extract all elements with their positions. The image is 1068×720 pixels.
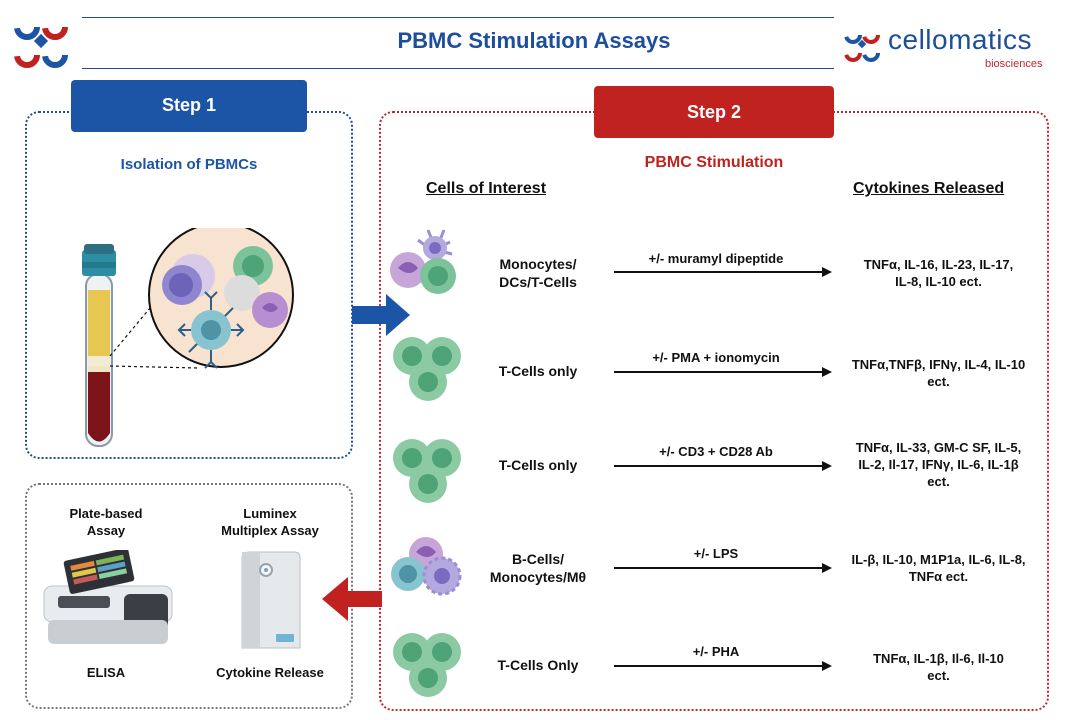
row4-cells: B-Cells/ Monocytes/Mθ — [489, 551, 587, 585]
luminex-instrument-icon — [241, 551, 301, 649]
logo-left-icon — [14, 14, 68, 68]
tcell-cluster-icon — [393, 337, 461, 401]
elisa-plate-reader-icon — [43, 550, 173, 644]
luminex-assay-label: Luminex Multiplex Assay — [221, 506, 319, 538]
bcell-monocyte-macrophage-icon — [391, 537, 462, 596]
monocyte-dc-tcell-icon — [390, 229, 456, 294]
pbmc-tube-illustration — [82, 228, 294, 447]
row1-arrow-icon — [614, 267, 832, 277]
step2-subtitle: PBMC Stimulation — [644, 154, 784, 171]
step2-panel — [379, 111, 1049, 711]
row1-cells: Monocytes/ DCs/T-Cells — [499, 256, 577, 290]
arrow-right-icon — [352, 294, 410, 336]
brand-sub: biosciences — [985, 58, 1043, 70]
row3-stimulus: +/- CD3 + CD28 Ab — [659, 444, 773, 459]
row1-stimulus: +/- muramyl dipeptide — [648, 251, 784, 266]
row2-cytokines: TNFα,TNFβ, IFNγ, IL-4, IL-10 ect. — [851, 357, 1026, 389]
row5-cells: T-Cells Only — [497, 657, 579, 673]
row2-arrow-icon — [614, 367, 832, 377]
tcell-cluster-icon — [393, 439, 461, 503]
row5-arrow-icon — [614, 661, 832, 671]
step2-badge: Step 2 — [594, 86, 834, 138]
row4-cytokines: IL-β, IL-10, M1P1a, IL-6, IL-8, TNFα ect… — [851, 552, 1026, 584]
tcell-cluster-icon — [393, 633, 461, 697]
col-cells-of-interest: Cells of Interest — [426, 180, 547, 197]
header-rule-bottom — [82, 68, 834, 69]
step1-badge: Step 1 — [71, 80, 307, 132]
step1-subtitle: Isolation of PBMCs — [120, 156, 258, 173]
cytokine-release-label: Cytokine Release — [216, 665, 324, 680]
page-title: PBMC Stimulation Assays — [397, 28, 671, 53]
row3-arrow-icon — [614, 461, 832, 471]
row1-cytokines: TNFα, IL-16, IL-23, IL-17, IL-8, IL-10 e… — [863, 257, 1014, 289]
header-rule-top — [82, 17, 834, 18]
elisa-label: ELISA — [86, 665, 126, 680]
row2-stimulus: +/- PMA + ionomycin — [652, 350, 780, 365]
row4-arrow-icon — [614, 563, 832, 573]
logo-right-icon — [844, 26, 880, 62]
brand-name: cellomatics — [888, 24, 1032, 55]
row5-cytokines: TNFα, IL-1β, Il-6, Il-10 ect. — [873, 651, 1004, 683]
row5-stimulus: +/- PHA — [692, 644, 740, 659]
row2-cells: T-Cells only — [498, 363, 578, 379]
row3-cytokines: TNFα, IL-33, GM-C SF, IL-5, IL-2, Il-17,… — [855, 440, 1022, 489]
row3-cells: T-Cells only — [498, 457, 578, 473]
col-cytokines-released: Cytokines Released — [853, 180, 1005, 197]
plate-assay-label: Plate-based Assay — [69, 506, 143, 538]
row4-stimulus: +/- LPS — [693, 546, 739, 561]
arrow-left-icon — [322, 577, 382, 621]
